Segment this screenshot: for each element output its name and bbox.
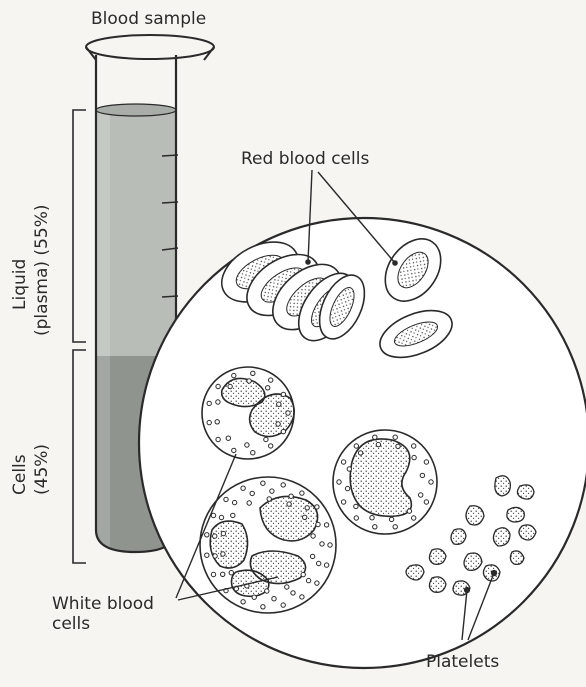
plasma-bracket	[73, 110, 86, 342]
white-blood-cells-label-line2: cells	[52, 614, 90, 635]
tube-rim	[86, 35, 214, 59]
cells-label: Cells	[10, 454, 31, 495]
blood-sample-label: Blood sample	[91, 9, 206, 30]
wbc-2	[333, 430, 437, 534]
cells-percent-label: (45%)	[32, 444, 53, 495]
liquid-label: Liquid	[10, 259, 31, 310]
white-blood-cells-label-line1: White blood	[52, 594, 154, 615]
meniscus	[96, 104, 176, 116]
platelets-label: Platelets	[426, 652, 499, 673]
brackets	[73, 110, 86, 563]
cells-bracket	[73, 350, 86, 563]
red-blood-cells-label: Red blood cells	[241, 149, 369, 170]
plasma-percent-label: (plasma) (55%)	[32, 205, 53, 336]
